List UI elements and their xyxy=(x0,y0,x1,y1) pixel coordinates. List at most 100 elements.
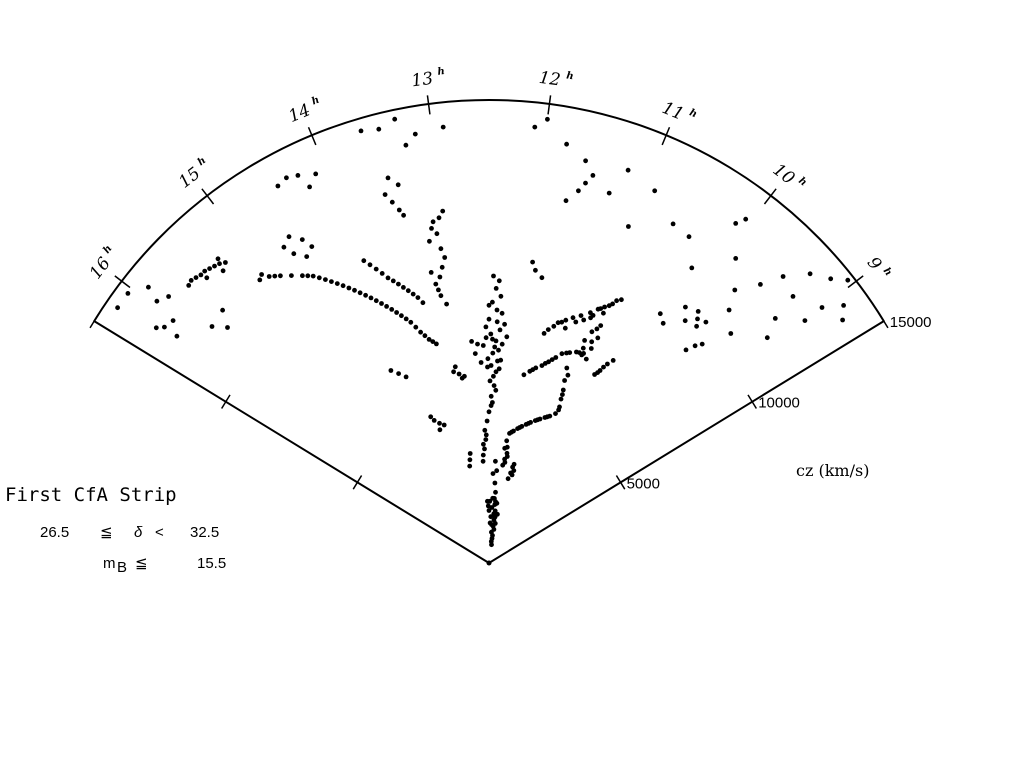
galaxy-point xyxy=(502,321,507,327)
galaxy-point xyxy=(695,309,701,314)
galaxy-point xyxy=(373,298,379,304)
galaxy-point xyxy=(488,403,494,408)
galaxy-point xyxy=(545,116,550,122)
galaxy-point xyxy=(486,409,492,415)
galaxy-point xyxy=(483,335,489,341)
ra-label-hours: 13 xyxy=(410,69,434,92)
galaxy-point xyxy=(564,365,570,371)
ra-label-superscript: h xyxy=(101,243,114,255)
galaxy-point xyxy=(598,323,604,328)
galaxy-point xyxy=(733,256,739,261)
galaxy-point xyxy=(220,307,226,313)
galaxy-point xyxy=(595,335,601,341)
galaxy-point xyxy=(560,392,565,397)
galaxy-point xyxy=(488,514,494,520)
galaxy-point xyxy=(490,350,496,356)
ra-label-hours: 12 xyxy=(538,68,562,91)
galaxy-point xyxy=(437,274,443,280)
galaxy-point xyxy=(807,271,813,277)
galaxy-point xyxy=(532,124,538,130)
galaxy-point xyxy=(429,226,434,231)
galaxy-point xyxy=(493,387,499,393)
cz-tick-label-5000: 5000 xyxy=(627,475,660,492)
galaxy-point xyxy=(670,221,676,227)
galaxy-point xyxy=(790,294,796,299)
galaxy-point xyxy=(415,295,421,300)
galaxy-point xyxy=(307,184,312,190)
galaxy-point xyxy=(496,366,502,372)
galaxy-point xyxy=(401,285,406,290)
galaxy-point xyxy=(278,273,283,279)
galaxy-point xyxy=(610,358,616,363)
galaxy-point xyxy=(495,358,500,364)
ra-label-hours: 11 xyxy=(659,98,687,125)
galaxy-point xyxy=(483,437,489,442)
galaxy-point xyxy=(444,301,449,307)
galaxy-point xyxy=(166,294,172,299)
galaxy-point xyxy=(426,337,432,342)
galaxy-point xyxy=(323,277,328,282)
galaxy-point xyxy=(553,411,558,416)
galaxy-point xyxy=(780,274,786,279)
galaxy-point xyxy=(573,319,579,325)
galaxy-point xyxy=(581,317,587,323)
galaxy-point xyxy=(401,212,406,218)
galaxy-point xyxy=(482,446,487,452)
galaxy-point xyxy=(491,373,496,379)
galaxy-point xyxy=(284,175,289,181)
galaxy-point xyxy=(683,304,688,310)
galaxy-point xyxy=(578,313,584,318)
galaxy-point xyxy=(497,327,503,333)
galaxy-point xyxy=(431,418,437,423)
galaxy-point xyxy=(660,320,666,326)
galaxy-point xyxy=(732,287,738,293)
galaxy-point xyxy=(563,317,569,323)
galaxy-point xyxy=(162,324,167,330)
galaxy-point xyxy=(427,238,432,244)
galaxy-point xyxy=(207,266,213,271)
galaxy-point xyxy=(403,142,409,148)
galaxy-point xyxy=(565,372,571,378)
galaxy-point xyxy=(469,339,474,344)
galaxy-point xyxy=(490,299,495,305)
galaxy-point xyxy=(396,281,401,287)
galaxy-point xyxy=(563,198,569,204)
ra-label-superscript: h xyxy=(881,266,894,278)
galaxy-point xyxy=(485,356,491,362)
galaxy-point xyxy=(174,333,180,339)
galaxy-point xyxy=(496,278,502,284)
galaxy-point xyxy=(619,297,624,303)
galaxy-point xyxy=(689,265,695,271)
ra-label-superscript: h xyxy=(566,70,575,82)
galaxy-point xyxy=(530,367,536,373)
galaxy-point xyxy=(499,310,505,316)
galaxy-point xyxy=(535,417,540,423)
galaxy-point xyxy=(467,451,473,456)
galaxy-point xyxy=(683,347,689,353)
galaxy-point xyxy=(299,237,305,243)
galaxy-point xyxy=(442,255,448,260)
galaxy-point xyxy=(396,371,401,376)
galaxy-point xyxy=(486,316,492,322)
galaxy-point xyxy=(545,327,551,332)
galaxy-point xyxy=(486,302,492,308)
galaxy-point xyxy=(504,334,510,340)
galaxy-point xyxy=(493,338,499,344)
galaxy-point xyxy=(589,339,595,345)
galaxy-point xyxy=(758,282,763,287)
galaxy-point xyxy=(488,539,494,544)
galaxy-point xyxy=(489,505,495,510)
galaxy-point xyxy=(452,364,458,370)
galaxy-point xyxy=(146,284,151,290)
galaxy-point xyxy=(559,319,565,325)
magnitude-subscript: B xyxy=(117,559,127,576)
galaxy-point xyxy=(606,303,612,309)
galaxy-point xyxy=(583,180,588,186)
ra-label-15h: 15h xyxy=(175,155,208,192)
galaxy-point xyxy=(487,520,493,526)
cz-axis-title: cz (km/s) xyxy=(796,461,869,480)
ra-label-superscript: h xyxy=(688,107,699,120)
galaxy-point xyxy=(275,183,281,189)
galaxy-point xyxy=(492,480,498,486)
